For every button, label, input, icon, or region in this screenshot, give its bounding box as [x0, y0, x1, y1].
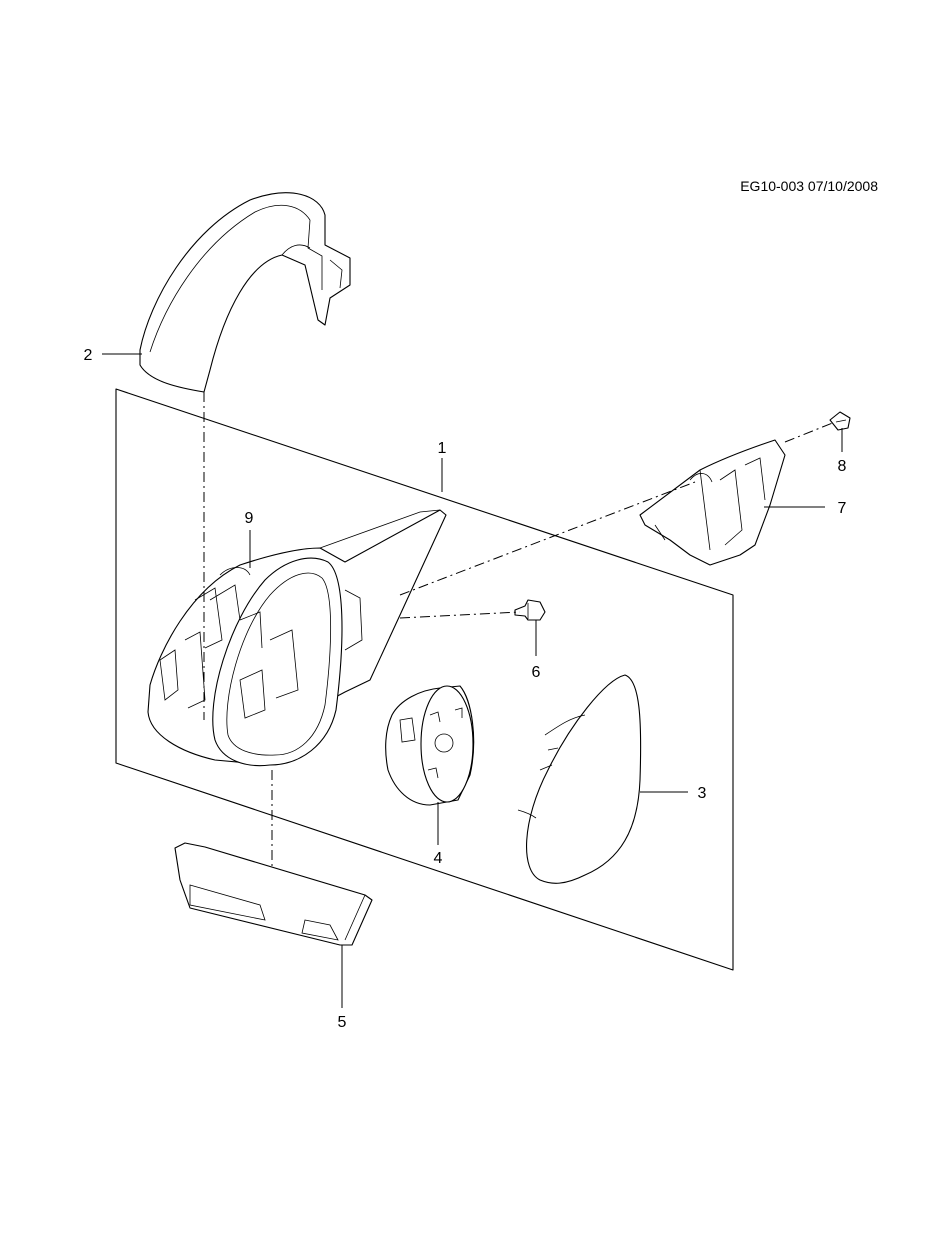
part-9-mirror-frame[interactable] — [147, 509, 447, 767]
part-4-actuator[interactable] — [385, 685, 475, 806]
part-6-screw[interactable] — [514, 599, 546, 621]
callout-5: 5 — [338, 1014, 347, 1031]
part-5-lower-cover[interactable] — [174, 842, 373, 946]
callout-4: 4 — [434, 850, 443, 867]
callout-7: 7 — [838, 500, 847, 517]
leader-lines — [102, 353, 843, 1008]
part-2-mirror-cover[interactable] — [139, 192, 351, 393]
part-7-cover-trim[interactable] — [639, 439, 786, 566]
callout-1: 1 — [438, 440, 447, 457]
assembly-frame — [115, 388, 734, 971]
callout-2: 2 — [84, 347, 93, 364]
callout-8: 8 — [838, 458, 847, 475]
part-3-mirror-glass[interactable] — [517, 674, 642, 884]
assembly-lines — [203, 392, 836, 868]
callout-9: 9 — [245, 510, 254, 527]
part-8-screw[interactable] — [829, 411, 851, 431]
diagram-reference-code: EG10-003 07/10/2008 — [740, 178, 878, 194]
callout-6: 6 — [532, 664, 541, 681]
callout-3: 3 — [698, 785, 707, 802]
